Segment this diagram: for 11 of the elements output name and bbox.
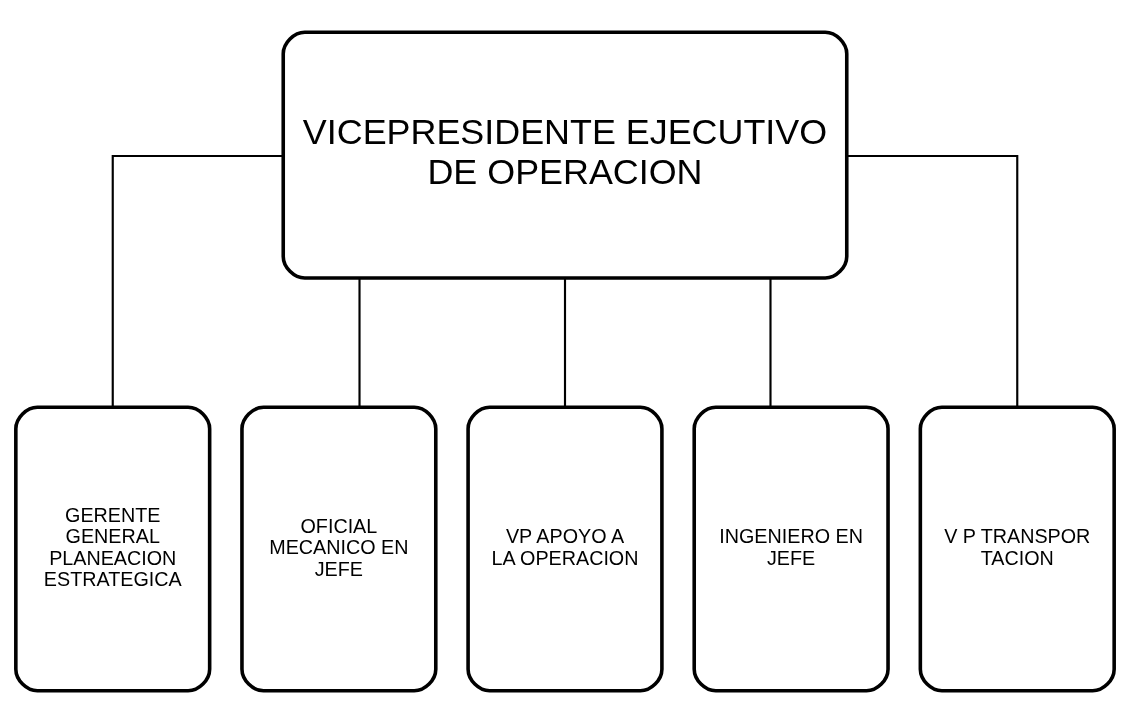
node-box: GERENTE GENERAL PLANEACION ESTRATEGICA: [14, 405, 212, 693]
node-box: VICEPRESIDENTE EJECUTIVO DE OPERACION: [281, 30, 849, 280]
node-box: INGENIERO EN JEFE: [692, 405, 890, 693]
node-box: OFICIAL MECANICO EN JEFE: [240, 405, 438, 693]
connector: [358, 278, 361, 407]
node-box: V P TRANSPORTACION: [918, 405, 1116, 693]
node-box: VP APOYO A LA OPERACION: [466, 405, 664, 693]
connector: [111, 154, 284, 408]
connector: [563, 278, 567, 407]
connector: [846, 154, 1019, 408]
connector: [769, 278, 772, 407]
